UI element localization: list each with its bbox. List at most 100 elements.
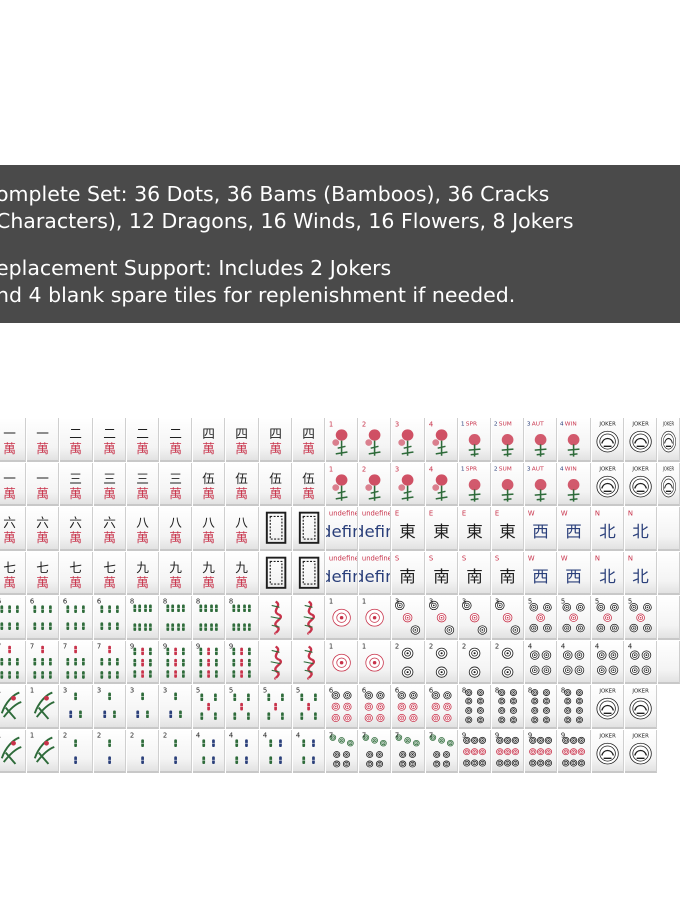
svg-text:萬: 萬 bbox=[169, 486, 182, 501]
tile-face-c2: 二萬 bbox=[136, 426, 149, 456]
mahjong-tile: 7 bbox=[359, 729, 392, 773]
svg-text:SPR: SPR bbox=[466, 422, 477, 428]
mahjong-tile: 6 bbox=[0, 596, 27, 640]
tile-face-b2: 2 bbox=[130, 731, 144, 764]
svg-text:4: 4 bbox=[429, 421, 433, 429]
mahjong-tile: 6 bbox=[359, 685, 392, 729]
mahjong-tile: 三萬 bbox=[93, 462, 126, 506]
svg-text:伍: 伍 bbox=[236, 471, 249, 486]
svg-text:N: N bbox=[628, 554, 633, 562]
tile-face-d8: 8 bbox=[561, 687, 584, 724]
tile-face-b4: 4 bbox=[196, 731, 216, 764]
tile-face-ww: W西 bbox=[528, 554, 549, 586]
mahjong-tile: 三萬 bbox=[126, 462, 159, 506]
svg-text:6: 6 bbox=[0, 598, 1, 606]
tile-face-d4: 4 bbox=[528, 642, 552, 675]
blank-face bbox=[658, 507, 679, 549]
mahjong-tile: 3 bbox=[60, 685, 93, 729]
svg-text:北: 北 bbox=[632, 567, 649, 586]
svg-text:3: 3 bbox=[97, 687, 101, 695]
mahjong-tile: 9 bbox=[525, 729, 558, 773]
mahjong-tile: 1 bbox=[326, 418, 359, 462]
tile-face-b3: 3 bbox=[63, 687, 83, 719]
tile-face-b7: 7 bbox=[63, 642, 86, 679]
svg-text:9: 9 bbox=[528, 731, 532, 739]
svg-text:3: 3 bbox=[395, 421, 399, 429]
svg-text:S: S bbox=[395, 554, 399, 562]
mahjong-tile: 七萬 bbox=[93, 551, 126, 595]
tile-face-gd bbox=[298, 511, 320, 544]
mahjong-tile: 8 bbox=[160, 596, 193, 640]
svg-text:七: 七 bbox=[3, 560, 16, 575]
svg-text:三: 三 bbox=[169, 471, 182, 486]
tile-face-f2: 2 bbox=[362, 465, 381, 501]
tile-face-d7: 7 bbox=[329, 731, 354, 767]
tile-face-c5: 伍萬 bbox=[302, 471, 315, 501]
svg-text:1: 1 bbox=[30, 687, 34, 695]
svg-text:萬: 萬 bbox=[70, 575, 83, 590]
tile-face-rd bbox=[270, 645, 282, 680]
mahjong-tile: 8 bbox=[193, 596, 226, 640]
svg-text:4: 4 bbox=[628, 642, 632, 650]
mahjong-tile: 4 bbox=[425, 462, 458, 506]
svg-text:1: 1 bbox=[329, 642, 333, 650]
mahjong-tile: 三萬 bbox=[60, 462, 93, 506]
svg-text:undefined: undefined bbox=[362, 554, 390, 562]
svg-text:7: 7 bbox=[429, 731, 433, 739]
svg-text:七: 七 bbox=[70, 560, 83, 575]
tile-face-ws: S南 bbox=[495, 554, 516, 586]
svg-text:三: 三 bbox=[103, 471, 116, 486]
blank-face bbox=[658, 596, 679, 638]
tile-face-d8: 8 bbox=[495, 687, 517, 724]
mahjong-tile: 7 bbox=[425, 729, 458, 773]
svg-text:二: 二 bbox=[103, 426, 116, 441]
svg-text:萬: 萬 bbox=[169, 530, 182, 545]
svg-text:8: 8 bbox=[196, 598, 200, 606]
mahjong-tile: 5 bbox=[259, 685, 292, 729]
mahjong-tile: 4 bbox=[226, 729, 259, 773]
svg-text:2: 2 bbox=[362, 465, 366, 473]
svg-text:undefined: undefined bbox=[329, 554, 357, 562]
tile-face-d6: 6 bbox=[395, 687, 418, 722]
svg-text:N: N bbox=[595, 510, 600, 518]
tile-face-we: E東 bbox=[429, 510, 450, 542]
tile-face-d1: 1 bbox=[329, 642, 351, 672]
svg-text:九: 九 bbox=[236, 560, 249, 575]
svg-text:9: 9 bbox=[462, 731, 466, 739]
blank-tile bbox=[658, 596, 680, 640]
banner-line-3: eplacement Support: Includes 2 Jokers bbox=[0, 256, 392, 280]
tile-face-b7: 7 bbox=[30, 642, 53, 679]
svg-text:JOKER: JOKER bbox=[662, 421, 674, 428]
mahjong-tile: 八萬 bbox=[226, 507, 259, 551]
tile-face-c6: 六萬 bbox=[103, 515, 116, 545]
tile-face-b5: 5 bbox=[263, 687, 284, 720]
svg-text:W: W bbox=[528, 554, 535, 562]
mahjong-tile: 6 bbox=[392, 685, 425, 729]
svg-text:萬: 萬 bbox=[202, 575, 215, 590]
svg-text:萬: 萬 bbox=[70, 486, 83, 501]
mahjong-tile: 4 bbox=[624, 640, 657, 684]
svg-text:三: 三 bbox=[70, 471, 83, 486]
mahjong-tile: 5 bbox=[292, 685, 325, 729]
mahjong-tile: 4 bbox=[525, 640, 558, 684]
tile-face-d2: 2 bbox=[429, 642, 447, 678]
mahjong-tile: 8 bbox=[558, 685, 591, 729]
svg-text:萬: 萬 bbox=[136, 486, 149, 501]
mahjong-tile: 二萬 bbox=[93, 418, 126, 462]
tile-face-b1: 1 bbox=[30, 687, 55, 720]
tile-face-f1: 1 bbox=[329, 421, 348, 456]
svg-text:AUT: AUT bbox=[532, 466, 544, 472]
svg-text:6: 6 bbox=[395, 687, 399, 695]
mahjong-tile: 3 bbox=[392, 596, 425, 640]
tile-face-d8: 8 bbox=[528, 687, 551, 724]
mahjong-tile: 2 bbox=[359, 462, 392, 506]
svg-text:萬: 萬 bbox=[36, 530, 49, 545]
mahjong-tile: 3 bbox=[160, 685, 193, 729]
mahjong-tile: 四萬 bbox=[259, 418, 292, 462]
tile-face-b6: 6 bbox=[0, 598, 19, 630]
tile-face-d4: 4 bbox=[595, 642, 618, 675]
